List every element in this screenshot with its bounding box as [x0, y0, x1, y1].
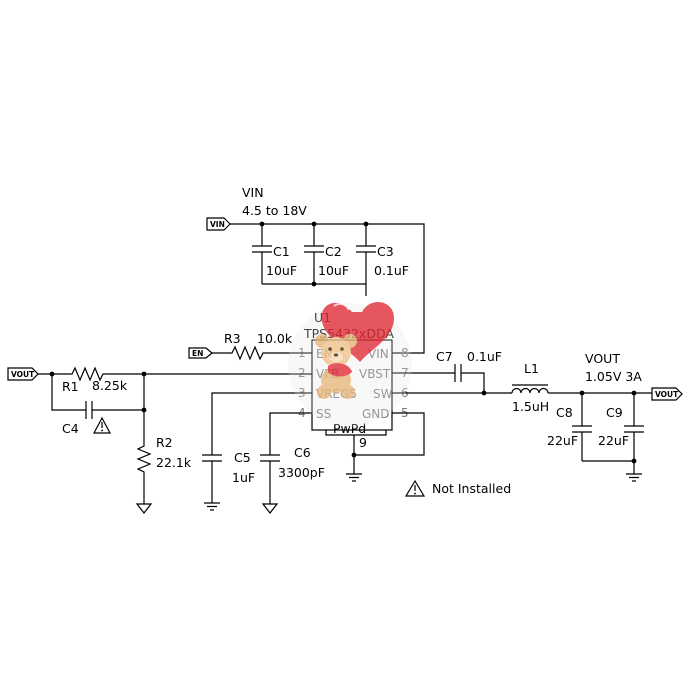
- pin-num-2: 2: [298, 366, 306, 380]
- en-port: EN: [188, 347, 213, 359]
- r3-value: 10.0k: [257, 331, 293, 346]
- capacitor-c9: [624, 393, 644, 474]
- ground-symbol-c5: [204, 502, 220, 511]
- vin-label: VIN: [242, 185, 264, 200]
- capacitor-c5: [202, 392, 312, 503]
- r1-ref: R1: [62, 379, 79, 394]
- c7-ref: C7: [436, 349, 453, 364]
- resistor-r2: [136, 374, 152, 504]
- capacitor-c2: [304, 224, 324, 284]
- ground-symbol-c6: [261, 503, 279, 514]
- c2-ref: C2: [325, 244, 342, 259]
- warning-icon-c4: [93, 416, 111, 434]
- r2-ref: R2: [156, 435, 173, 450]
- capacitor-c3: [356, 224, 376, 284]
- c5-ref: C5: [234, 450, 251, 465]
- l1-value: 1.5uH: [512, 399, 549, 414]
- pin-name-gnd: GND: [362, 407, 390, 421]
- pin-name-vin: VIN: [368, 347, 389, 361]
- vout-spec: 1.05V 3A: [585, 369, 642, 384]
- vout-port-label: VOUT: [655, 390, 679, 399]
- vout-port: VOUT: [651, 387, 683, 401]
- feedback-vout-port: VOUT: [7, 367, 39, 381]
- vin-port: VIN: [206, 217, 231, 231]
- ic-pad-label: PwPd: [333, 421, 366, 436]
- teddy-bear-watermark: [288, 301, 412, 427]
- capacitor-c1: [252, 224, 272, 284]
- l1-ref: L1: [524, 361, 539, 376]
- c3-ref: C3: [377, 244, 394, 259]
- c9-value: 22uF: [598, 433, 629, 448]
- en-port-label: EN: [192, 349, 203, 358]
- c6-value: 3300pF: [278, 465, 325, 480]
- c9-ref: C9: [606, 405, 623, 420]
- not-installed-note: Not Installed: [432, 481, 511, 496]
- feedback-port-label: VOUT: [11, 370, 35, 379]
- pin-num-9: 9: [359, 435, 367, 450]
- ground-symbol-r2: [135, 503, 153, 514]
- capacitor-c8: [572, 393, 592, 461]
- pin-num-8: 8: [401, 346, 409, 360]
- c6-ref: C6: [294, 445, 311, 460]
- vin-rail: [230, 223, 425, 354]
- c1-ref: C1: [273, 244, 290, 259]
- ground-symbol-output: [626, 473, 642, 482]
- capacitor-c6: [260, 412, 312, 504]
- resistor-r3: [212, 345, 312, 361]
- c8-ref: C8: [556, 405, 573, 420]
- c7-value: 0.1uF: [467, 349, 502, 364]
- inductor-l1: [511, 384, 549, 394]
- vin-port-label: VIN: [210, 220, 225, 229]
- pin-name-sw: SW: [373, 387, 393, 401]
- r1-value: 8.25k: [92, 378, 128, 393]
- capacitor-c7: [392, 364, 485, 393]
- resistor-r1: [38, 366, 312, 382]
- vout-label: VOUT: [585, 351, 620, 366]
- c8-value: 22uF: [547, 433, 578, 448]
- warning-icon-note: [404, 479, 426, 497]
- c1-value: 10uF: [266, 263, 297, 278]
- c2-value: 10uF: [318, 263, 349, 278]
- ground-symbol-ic: [346, 473, 362, 482]
- r3-ref: R3: [224, 331, 241, 346]
- c4-ref: C4: [62, 421, 79, 436]
- vin-range: 4.5 to 18V: [242, 203, 307, 218]
- c5-value: 1uF: [232, 470, 255, 485]
- capacitor-c4: [51, 374, 144, 419]
- pin-name-vbst: VBST: [359, 367, 391, 381]
- pin-name-ss: SS: [316, 407, 331, 421]
- r2-value: 22.1k: [156, 455, 192, 470]
- c3-value: 0.1uF: [374, 263, 409, 278]
